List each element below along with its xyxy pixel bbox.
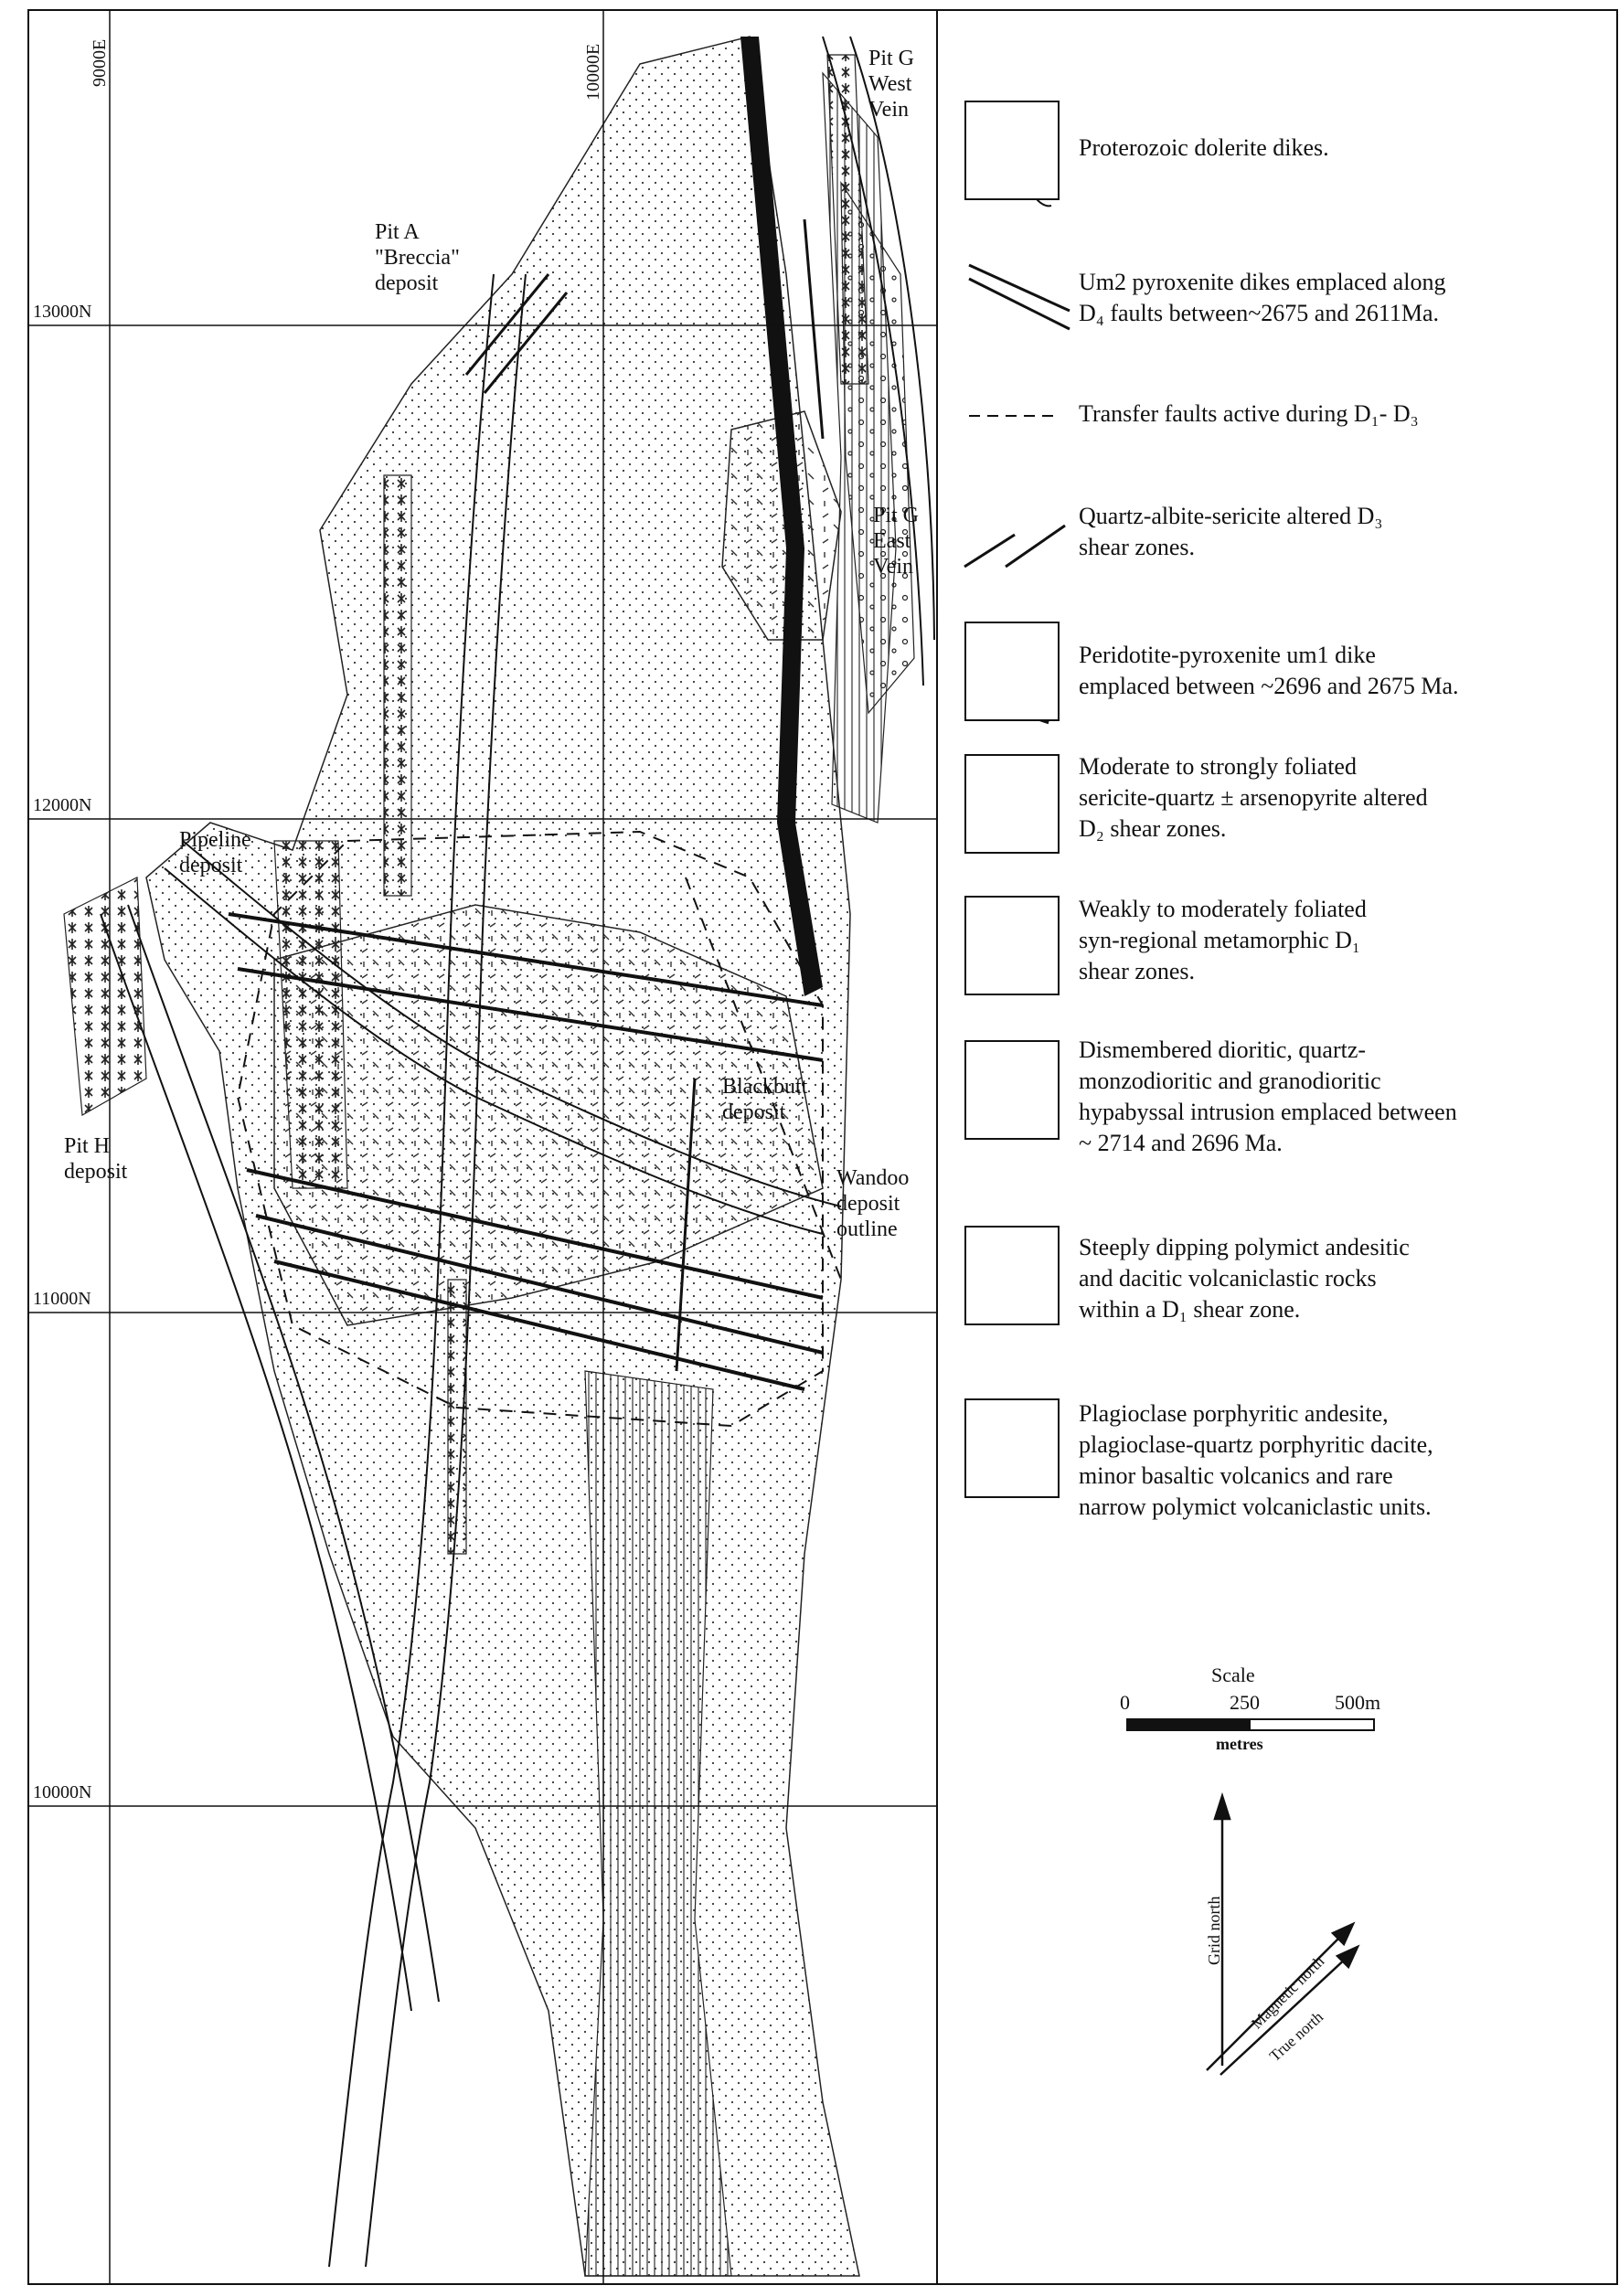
legend-swatch-um1 xyxy=(964,622,1060,721)
grid-label-12000n: 12000N xyxy=(33,795,92,815)
legend-swatch-volcaniclastic xyxy=(964,1226,1060,1325)
grid-label-11000n: 11000N xyxy=(33,1289,91,1309)
north-arrows xyxy=(1206,1791,1360,2076)
dolerite-dikes xyxy=(100,36,935,2268)
d2-shear-west xyxy=(383,474,412,897)
grid-label-10000e: 10000E xyxy=(583,43,603,101)
grid-label-9000e: 9000E xyxy=(90,38,110,87)
map-grid xyxy=(27,9,937,2285)
wandoo-outline xyxy=(236,830,824,1428)
scale-title: Scale xyxy=(1211,1664,1255,1686)
d2-shear-pith xyxy=(63,877,147,1116)
scale-tick-0: 0 xyxy=(1120,1691,1130,1714)
d2-shear-ne xyxy=(826,54,869,385)
scale-tick-500: 500m xyxy=(1335,1691,1381,1714)
scale-tick-250: 250 xyxy=(1230,1691,1260,1714)
legend-text-dioritic: Dismembered dioritic, quartz-monzodiorit… xyxy=(1079,1036,1457,1156)
legend-text-transfer: Transfer faults active during D₁- D₃ xyxy=(1079,400,1419,427)
d3-shear-zones xyxy=(464,218,825,1372)
legend-text-dolerite: Proterozoic dolerite dikes. xyxy=(1079,134,1329,161)
label-pit-a: Pit A"Breccia"deposit xyxy=(375,220,460,295)
legend-swatch-andesite xyxy=(964,1398,1060,1498)
um2-dikes xyxy=(228,912,824,1391)
scale-bar xyxy=(1126,1718,1375,1731)
legend-swatch-d1 xyxy=(964,896,1060,995)
legend-swatch-d2 xyxy=(964,754,1060,854)
um1-dike xyxy=(740,37,823,996)
grid-label-10000n: 10000N xyxy=(33,1782,92,1802)
scale-unit: metres xyxy=(1216,1735,1263,1753)
legend-text-andesite: Plagioclase porphyritic andesite,plagioc… xyxy=(1079,1400,1433,1520)
grid-label-13000n: 13000N xyxy=(33,302,92,322)
dioritic-intrusion-north xyxy=(721,410,842,641)
legend-swatch-dolerite xyxy=(964,101,1060,200)
d2-shear-central xyxy=(447,1279,467,1555)
label-grid-north: Grid north xyxy=(1205,1896,1223,1966)
transfer-fault xyxy=(685,877,842,1281)
map-frame xyxy=(27,9,1618,2285)
legend-swatch-dioritic xyxy=(964,1040,1060,1140)
